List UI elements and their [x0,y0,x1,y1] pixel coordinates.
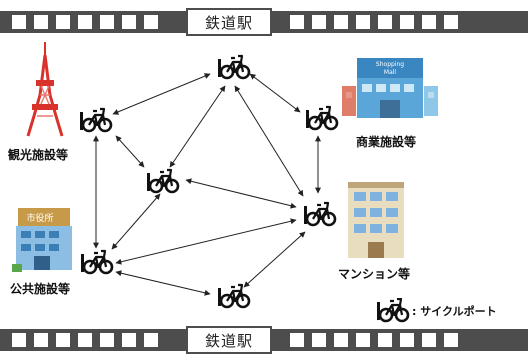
rail-window [56,15,70,29]
rail-window [444,15,458,29]
bicycle-icon [79,249,114,275]
bicycle-icon [78,107,113,133]
rail-window [12,15,26,29]
rail-window [144,333,158,347]
bicycle-icon [376,298,410,323]
bicycle-icon [216,54,251,80]
link [234,85,304,197]
rail-window [78,333,92,347]
bicycle-icon [302,201,337,227]
rail-window [122,333,136,347]
rail-window [400,15,414,29]
city-hall-icon: 市役所 [12,208,72,272]
rail-window [378,333,392,347]
rail-window [312,333,326,347]
mall-icon: Shopping Mall [342,58,438,118]
bicycle-icon [304,105,339,131]
rail-window [422,333,436,347]
legend: : サイクルポート [376,298,497,324]
station-label-bottom: 鉄道駅 [186,326,272,354]
mall-sign-text: Mall [384,69,397,76]
rail-window [290,15,304,29]
label-residential: マンション等 [338,267,411,281]
rail-window [34,15,48,29]
city-hall-sign-text: 市役所 [26,212,53,224]
rail-window [422,15,436,29]
rail-window [78,15,92,29]
rail-window [334,333,348,347]
rail-window [312,15,326,29]
mall-sign-text: Shopping [376,61,404,68]
link [115,270,211,296]
link [185,178,297,209]
rail-window [100,333,114,347]
bicycle-icon [216,283,251,309]
connection-lines [93,73,321,296]
rail-window [144,15,158,29]
link [243,231,306,288]
rail-window [356,15,370,29]
link [111,193,161,250]
bicycle-icon [145,168,180,194]
rail-window [290,333,304,347]
tower-icon [26,42,64,137]
link [112,73,211,115]
link [169,85,226,168]
legend-label: : サイクルポート [412,305,497,318]
station-label-top: 鉄道駅 [186,8,272,36]
rail-window [34,333,48,347]
rail-window [334,15,348,29]
apartment-icon [348,182,404,258]
label-commercial: 商業施設等 [356,135,417,149]
rail-window [12,333,26,347]
label-tourism: 観光施設等 [8,148,69,162]
rail-window [122,15,136,29]
link [115,218,297,265]
link [249,73,301,113]
rail-bottom: 鉄道駅 [0,326,528,354]
rail-top: 鉄道駅 [0,8,528,36]
rail-window [400,333,414,347]
rail-window [100,15,114,29]
rail-window [56,333,70,347]
label-public: 公共施設等 [10,282,71,296]
rail-window [378,15,392,29]
rail-window [444,333,458,347]
link [115,135,145,168]
rail-window [356,333,370,347]
